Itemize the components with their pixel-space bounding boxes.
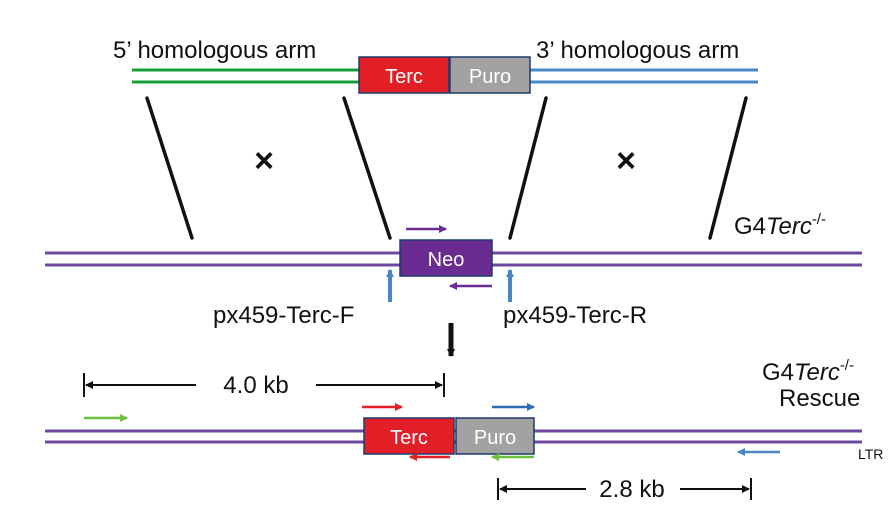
rescue-label: Rescue [779,385,860,412]
crossover-mark-left: × [254,142,274,180]
dist-right-label: 2.8 kb [599,476,664,503]
neo-cassette-box [399,239,493,277]
terc-cassette-label: Terc [385,66,423,88]
neo-cassette-label: Neo [428,249,465,271]
primer-r-label: px459-Terc-R [503,302,647,329]
crossover-line-4 [708,96,748,240]
dist-left-label: 4.0 kb [223,372,288,399]
primer-f-label: px459-Terc-F [213,302,354,329]
three-prime-arm-label: 3’ homologous arm [536,37,739,64]
crossover-lines [145,96,748,240]
puro-cassette-box [449,56,531,94]
rescue-genotype-label: G4Terc-/- [762,357,854,386]
crossover-mark-right: × [616,142,636,180]
five-prime-arm-label: 5’ homologous arm [113,37,316,64]
targeting-vector: Terc Puro 5’ homologous arm 3’ homologou… [113,37,758,94]
puro-cassette-label: Puro [469,66,511,88]
rescue-terc-label: Terc [390,427,428,449]
g4-terc-rescue-locus: G4Terc-/- Rescue 4.0 kb Terc Puro LTR 2.… [45,357,883,503]
rescue-terc-box [363,417,455,455]
ltr-label: LTR [858,446,883,462]
g4-terc-null-locus: Neo px459-Terc-F px459-Terc-R G4Terc-/- [45,211,862,329]
crossover-line-2 [342,96,392,240]
genotype-label: G4Terc-/- [734,211,826,240]
crossover-line-1 [145,96,194,240]
crossover-line-3 [508,96,548,240]
terc-cassette-box [358,56,450,94]
rescue-puro-box [455,417,535,455]
rescue-puro-label: Puro [474,427,516,449]
